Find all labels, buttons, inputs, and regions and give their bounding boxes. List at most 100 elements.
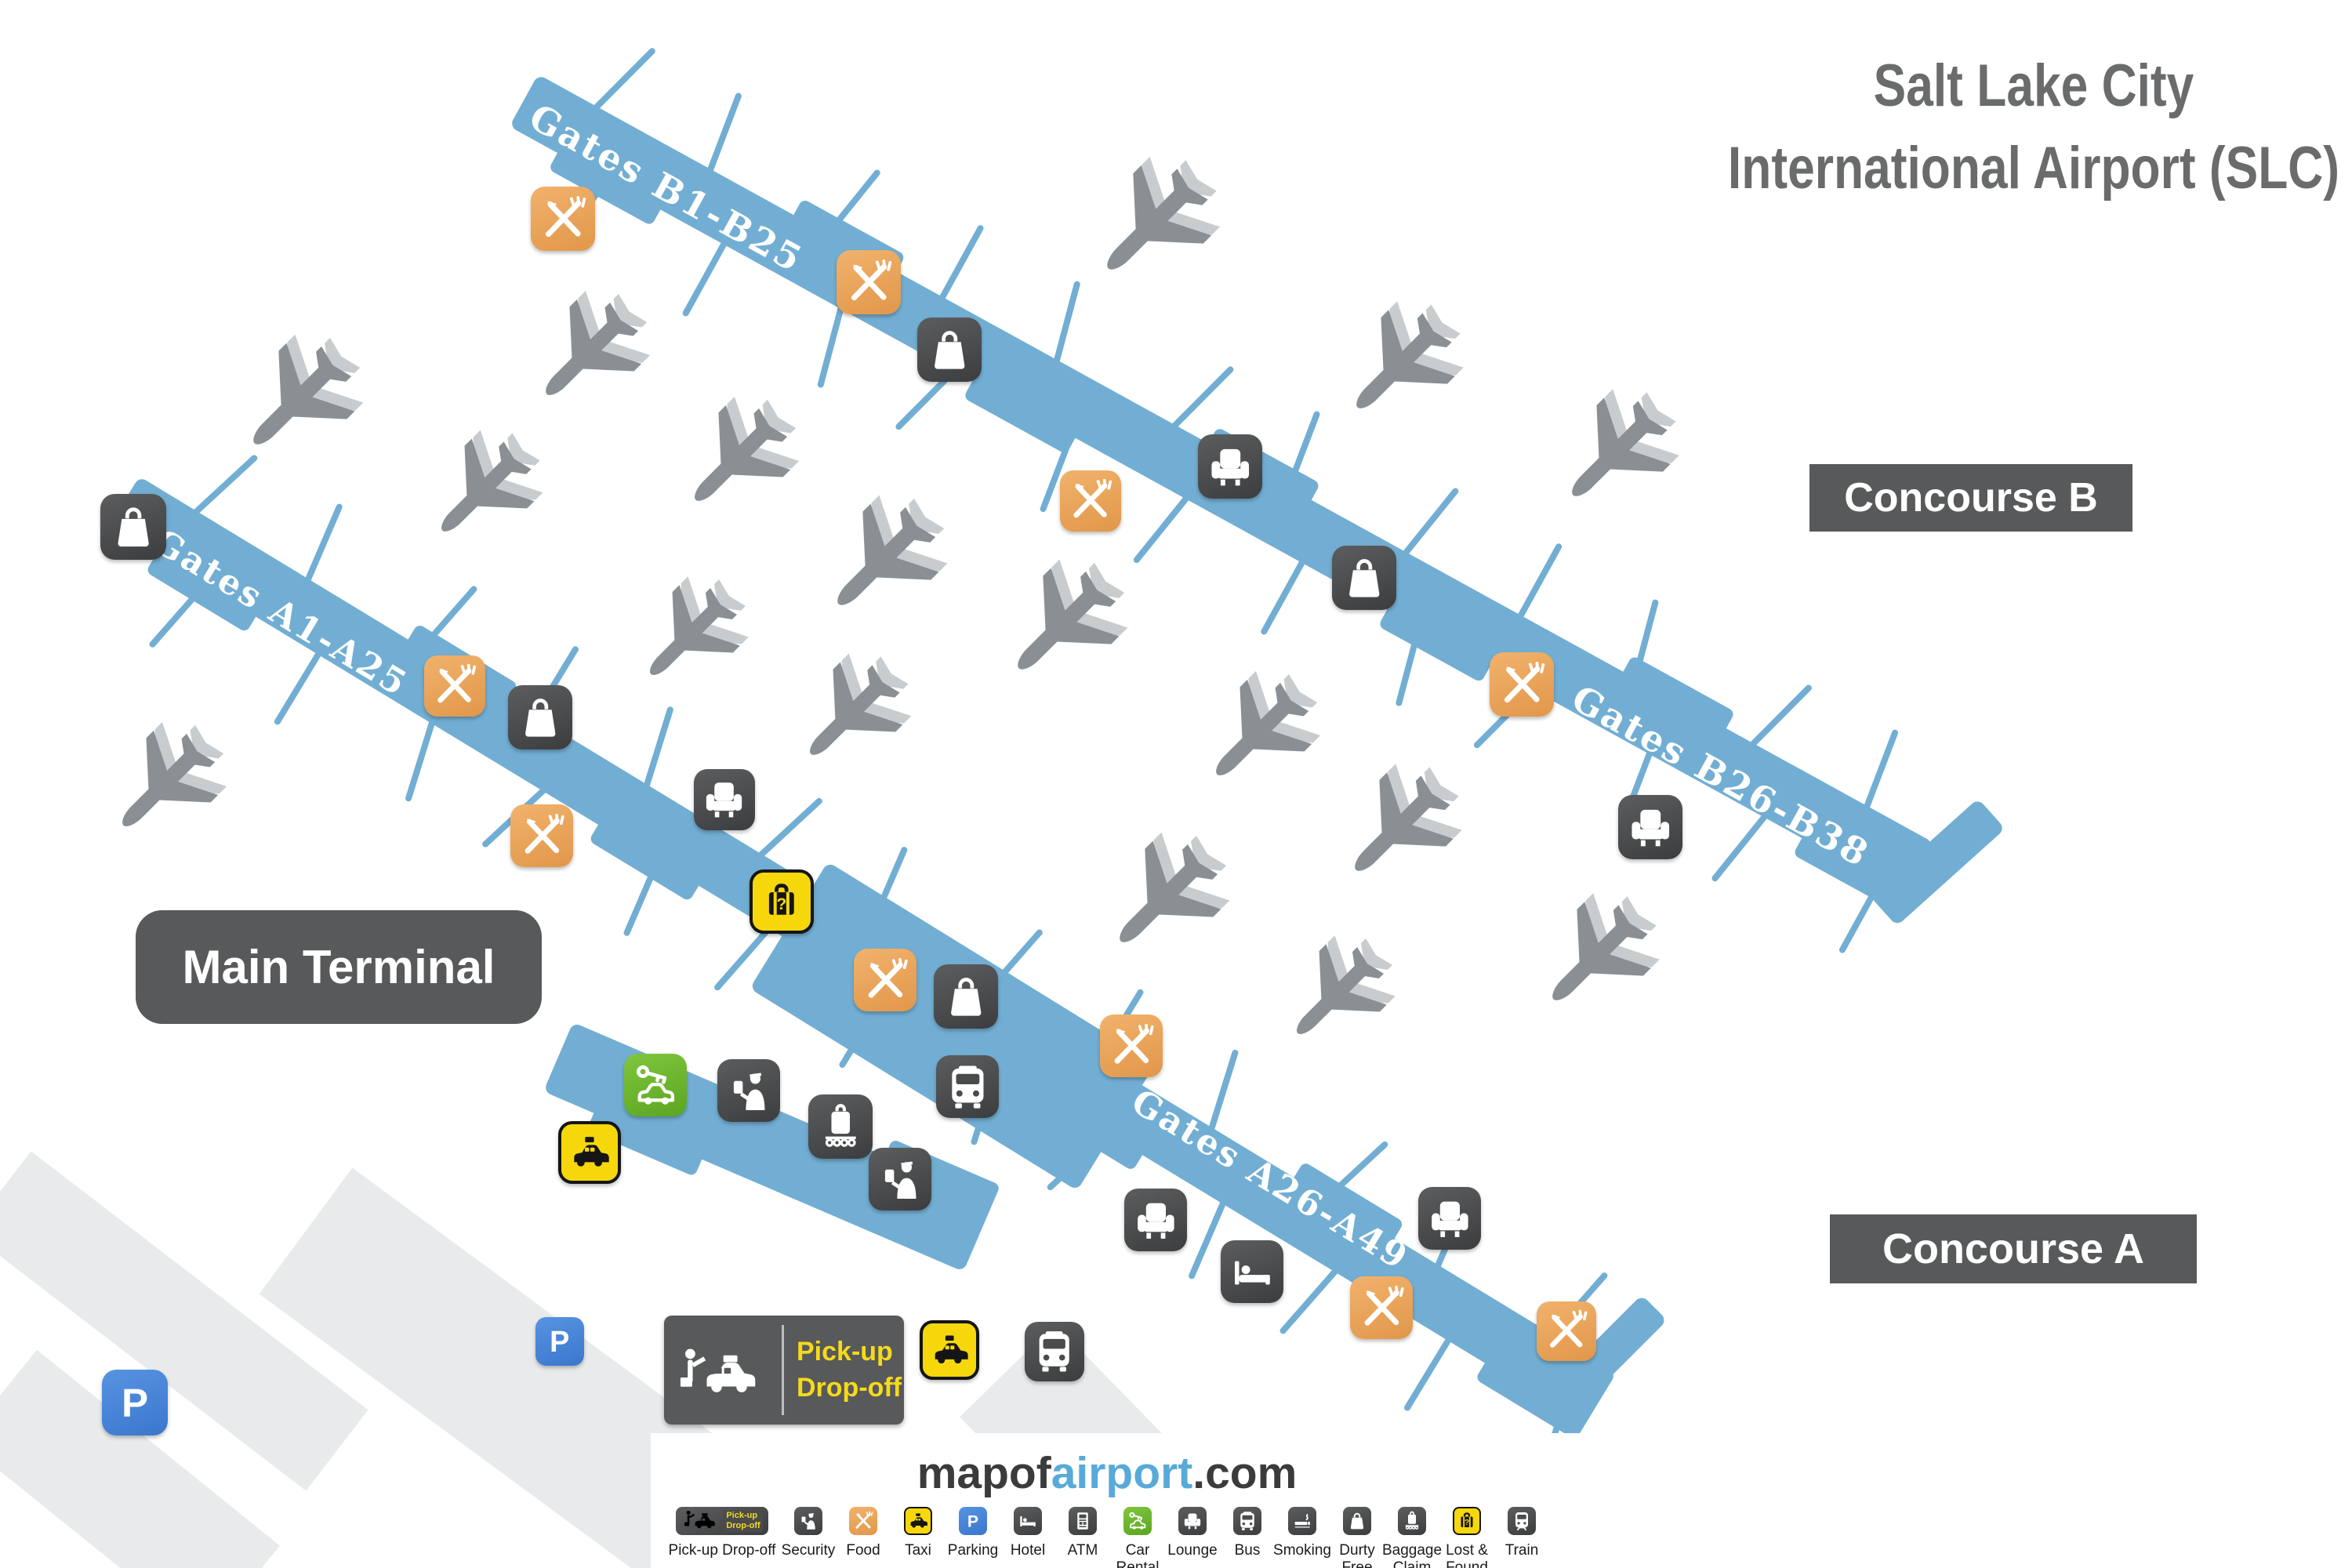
security-icon bbox=[794, 1507, 822, 1535]
legend-item-parking: P Parking bbox=[946, 1507, 1000, 1559]
legend-label: Bus bbox=[1234, 1542, 1261, 1559]
dutyfree-icon bbox=[1343, 1507, 1371, 1535]
legend-label: Food bbox=[846, 1542, 880, 1559]
airplane-icon bbox=[666, 396, 800, 529]
jet-bridge bbox=[1207, 1048, 1240, 1134]
lounge-icon bbox=[1178, 1507, 1207, 1535]
legend-label: Security bbox=[781, 1542, 836, 1559]
jet-bridge bbox=[706, 92, 743, 176]
gate-block bbox=[963, 368, 1083, 455]
lounge-icon bbox=[1418, 1187, 1481, 1250]
food-icon bbox=[510, 804, 573, 867]
airplane-icon bbox=[988, 558, 1129, 699]
legend-label: Parking bbox=[947, 1542, 999, 1559]
legend-label: Baggage Claim bbox=[1381, 1542, 1443, 1568]
food-icon bbox=[1350, 1276, 1413, 1339]
legend-item-smoking: Smoking bbox=[1273, 1507, 1331, 1559]
title-line1: Salt Lake City bbox=[1873, 53, 2194, 119]
concourse-a-text: Concourse A bbox=[1882, 1225, 2145, 1272]
jet-bridge bbox=[1748, 683, 1813, 750]
legend-label: Hotel bbox=[1010, 1542, 1046, 1559]
main-terminal-text: Main Terminal bbox=[182, 941, 495, 993]
food-icon bbox=[837, 250, 901, 314]
food-icon bbox=[1060, 470, 1121, 532]
airplane-icon bbox=[1327, 300, 1465, 437]
bus-icon bbox=[1233, 1507, 1261, 1535]
lounge-icon bbox=[1198, 434, 1262, 499]
taxi-icon bbox=[920, 1320, 979, 1380]
pickup-line: Pick-up bbox=[797, 1336, 893, 1367]
airplane-icon bbox=[1076, 155, 1221, 300]
smoking-icon bbox=[1288, 1507, 1316, 1535]
jet-bridge bbox=[756, 797, 824, 860]
airplane-icon bbox=[1543, 388, 1680, 525]
hotel-icon bbox=[1221, 1240, 1283, 1303]
jet-bridge bbox=[1400, 486, 1460, 558]
legend-label: Lost & Found bbox=[1446, 1542, 1488, 1568]
legend-item-hotel: Hotel bbox=[1000, 1507, 1055, 1559]
legend-item-food: Food bbox=[836, 1507, 891, 1559]
bus-icon bbox=[1025, 1322, 1084, 1381]
bag-icon bbox=[100, 494, 166, 560]
jet-bridge bbox=[1403, 1335, 1454, 1413]
security-icon bbox=[717, 1059, 780, 1122]
airplane-icon bbox=[1090, 831, 1231, 972]
atm-icon bbox=[1069, 1507, 1097, 1535]
svg-text:P: P bbox=[550, 1326, 569, 1359]
jet-bridge bbox=[642, 706, 674, 790]
airplane-icon bbox=[1188, 670, 1321, 804]
title-line2: International Airport (SLC) bbox=[1727, 134, 2340, 201]
bag-icon bbox=[1332, 546, 1396, 610]
airplane-icon bbox=[1523, 892, 1661, 1029]
train-icon bbox=[1508, 1507, 1536, 1535]
jet-bridge bbox=[273, 648, 324, 726]
legend-label: ATM bbox=[1067, 1542, 1098, 1559]
airplane-icon bbox=[414, 430, 543, 559]
food-icon bbox=[1537, 1301, 1596, 1361]
legend-item-train: Train bbox=[1494, 1507, 1549, 1559]
airplane-icon bbox=[1270, 935, 1396, 1061]
legend-item-security: Security bbox=[781, 1507, 836, 1559]
airplane-icon bbox=[517, 290, 651, 423]
bus-icon bbox=[936, 1055, 999, 1118]
carrental-icon bbox=[624, 1054, 687, 1116]
legend-item-dutyfree: Durty Free bbox=[1330, 1507, 1385, 1568]
food-icon bbox=[854, 949, 916, 1011]
taxi-icon bbox=[558, 1121, 621, 1184]
legend-item-lostfound: ? Lost & Found bbox=[1439, 1507, 1494, 1568]
food-icon bbox=[849, 1507, 877, 1535]
svg-text:P: P bbox=[122, 1381, 148, 1425]
jet-bridge bbox=[1260, 557, 1308, 636]
legend-label: Durty Free bbox=[1339, 1542, 1375, 1568]
concourse-b-label: Concourse B bbox=[1809, 464, 2132, 532]
legend-item-atm: ATM bbox=[1055, 1507, 1110, 1559]
concourse-b-text: Concourse B bbox=[1844, 475, 2098, 521]
legend-label: Taxi bbox=[905, 1542, 931, 1559]
carrental-icon bbox=[1123, 1507, 1152, 1535]
baggage-icon bbox=[1398, 1507, 1426, 1535]
lostfound-icon: ? bbox=[750, 869, 814, 934]
lostfound-icon: ? bbox=[1453, 1507, 1481, 1535]
jet-bridge bbox=[591, 46, 657, 113]
footer-panel bbox=[651, 1433, 1654, 1568]
jet-bridge bbox=[816, 303, 845, 389]
airplane-icon bbox=[223, 333, 365, 474]
concourse-a-label: Concourse A bbox=[1830, 1214, 2197, 1283]
jet-bridge bbox=[1862, 728, 1900, 812]
jet-bridge bbox=[303, 503, 343, 585]
pickup-dropoff-pictogram-icon bbox=[664, 1337, 782, 1404]
food-icon bbox=[531, 187, 595, 251]
svg-text:?: ? bbox=[1465, 1519, 1469, 1527]
jet-bridge bbox=[1169, 365, 1235, 431]
sign-divider bbox=[782, 1325, 784, 1415]
svg-text:?: ? bbox=[777, 895, 787, 913]
jet-bridge bbox=[1132, 492, 1192, 564]
page-title: Salt Lake City International Airport (SL… bbox=[1728, 45, 2339, 210]
legend-item-carrental: Car Rental bbox=[1110, 1507, 1165, 1568]
food-icon bbox=[1490, 652, 1554, 717]
parking-icon: P bbox=[959, 1507, 987, 1535]
parking-icon: P bbox=[535, 1317, 584, 1366]
jet-bridge bbox=[405, 717, 437, 803]
